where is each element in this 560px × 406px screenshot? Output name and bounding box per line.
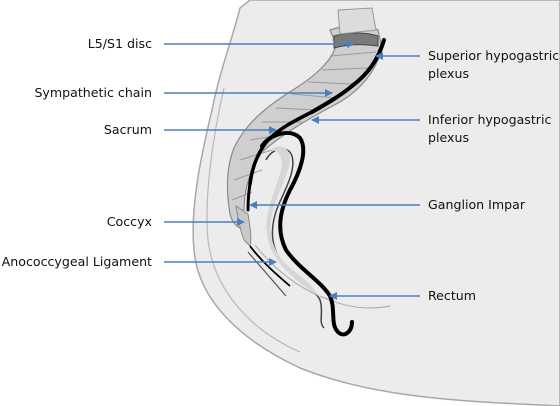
arrows xyxy=(164,40,420,300)
rectum-inner xyxy=(265,148,325,329)
rectum-outer xyxy=(260,130,354,337)
label-ganglion-impar: Ganglion Impar xyxy=(428,197,526,212)
label-inferior-hypogastric-2: plexus xyxy=(428,130,469,145)
anococcygeal-ligament xyxy=(249,245,291,287)
label-anococcygeal-ligament: Anococcygeal Ligament xyxy=(2,254,152,269)
label-superior-hypogastric-2: plexus xyxy=(428,66,469,81)
l5-vertebra xyxy=(337,7,377,35)
label-sacrum: Sacrum xyxy=(104,122,152,137)
label-inferior-hypogastric-1: Inferior hypogastric xyxy=(428,112,551,127)
label-l5s1: L5/S1 disc xyxy=(88,36,152,51)
inner-contour xyxy=(206,87,301,353)
rectum-lumen xyxy=(266,146,324,300)
label-coccyx: Coccyx xyxy=(107,214,153,229)
sympathetic-chain xyxy=(246,182,252,212)
anococcygeal-ligament-2 xyxy=(247,251,287,297)
label-rectum: Rectum xyxy=(428,288,476,303)
label-sympathetic-chain: Sympathetic chain xyxy=(34,85,152,100)
label-superior-hypogastric-1: Superior hypogastric xyxy=(428,48,559,63)
